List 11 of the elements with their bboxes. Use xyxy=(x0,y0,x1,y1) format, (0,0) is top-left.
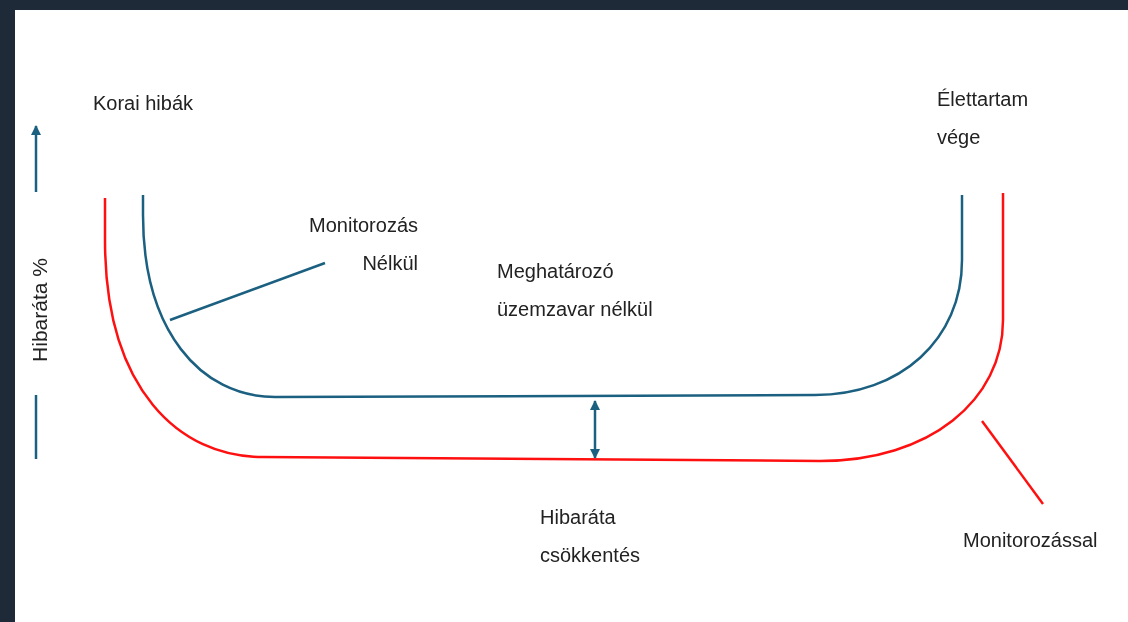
curve-label: Monitorozás Nélkül xyxy=(270,206,418,282)
axis-title: Hibaráta % xyxy=(27,257,52,364)
bathtub-curve xyxy=(103,193,1005,463)
annotation-label: Korai hibák xyxy=(93,91,195,116)
annotation-label: Hibaráta csökkentés xyxy=(540,505,642,568)
annotation-label: Meghatározó üzemzavar nélkül xyxy=(497,259,654,322)
leader-line xyxy=(981,420,1044,505)
annotation-label: Élettartam vége xyxy=(937,87,1030,150)
double-arrow xyxy=(590,400,600,459)
leader-line xyxy=(169,261,326,322)
curve-label: Monitorozással xyxy=(963,521,1128,559)
